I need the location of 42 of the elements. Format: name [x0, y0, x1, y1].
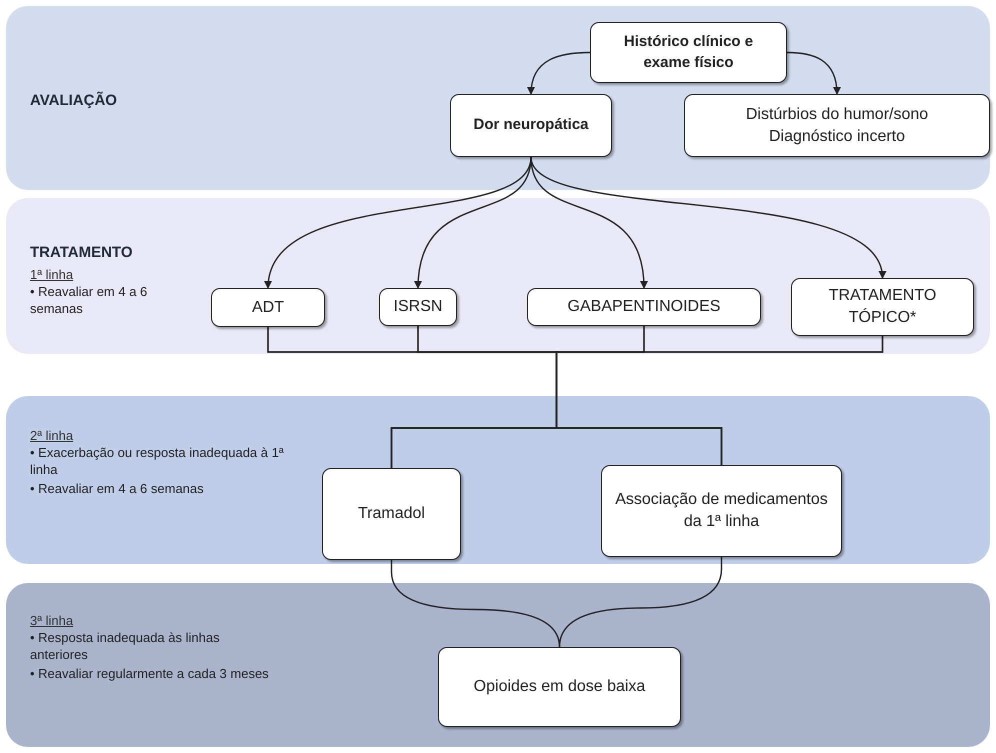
box-label: Opioides em dose baixa	[474, 677, 646, 698]
section-band	[6, 6, 990, 190]
line-heading: 1ª linha	[30, 267, 74, 282]
bullet-note: • Exacerbação ou resposta inadequada à 1ª linha	[30, 445, 285, 479]
bullet-note: • Reavaliar regularmente a cada 3 meses	[30, 666, 270, 683]
bullet-note: • Reavaliar em 4 a 6 semanas	[30, 284, 148, 318]
box-label: Dor neuropática	[473, 115, 589, 136]
section-band	[6, 396, 990, 564]
bullet-note: • Resposta inadequada às linhas anteriores	[30, 630, 221, 664]
box-label: Associação de medicamentos da 1ª linha	[614, 490, 829, 532]
box-label: Distúrbios do humor/sono	[746, 104, 928, 125]
connector-line	[390, 560, 560, 648]
arrow	[528, 52, 590, 95]
arrow	[786, 52, 841, 95]
arrow	[530, 156, 884, 279]
process-box	[211, 288, 325, 327]
process-box	[791, 278, 974, 336]
line-heading: 3ª linha	[30, 613, 74, 628]
connector-line	[558, 557, 722, 648]
process-box	[450, 94, 612, 157]
process-box	[379, 288, 457, 326]
box-label: TRATAMENTO TÓPICO*	[828, 286, 938, 328]
line-heading: 2ª linha	[30, 428, 74, 443]
bullet-note: • Reavaliar em 4 a 6 semanas	[30, 480, 205, 498]
section-title: AVALIAÇÃO	[30, 92, 118, 109]
box-label: Diagnóstico incerto	[768, 126, 906, 146]
box-label: GABAPENTINOIDES	[568, 297, 720, 318]
process-box	[527, 288, 761, 326]
process-box	[438, 647, 681, 727]
box-label: Tramadol	[358, 504, 425, 524]
section-title: TRATAMENTO	[30, 244, 134, 261]
box-label: ISRSN	[394, 297, 442, 318]
process-box	[590, 22, 787, 83]
section-band	[6, 198, 990, 354]
section-band	[6, 583, 990, 747]
process-box	[601, 465, 842, 557]
arrow	[414, 156, 532, 289]
process-box	[322, 468, 461, 560]
connector-line	[556, 336, 884, 465]
box-label: ADT	[252, 298, 284, 318]
process-box	[684, 94, 990, 157]
box-label: Histórico clínico e exame físico	[622, 32, 754, 72]
